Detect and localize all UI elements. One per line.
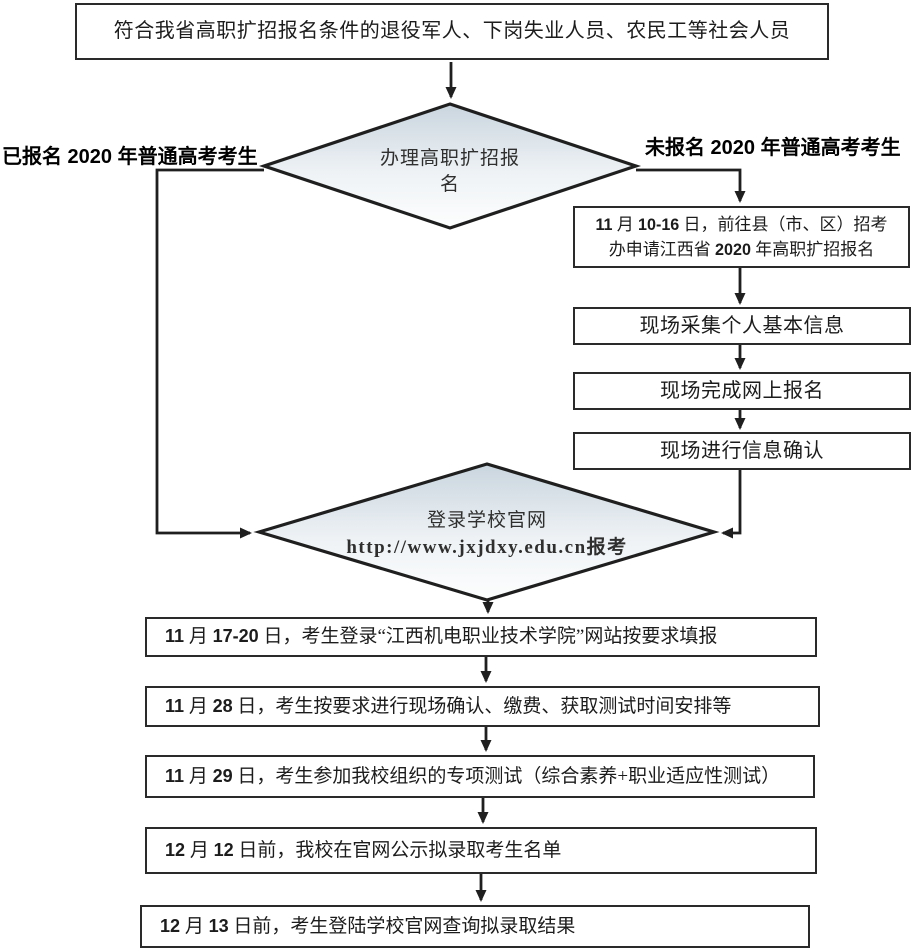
final-step4-node: 12 月 12 日前，我校在官网公示拟录取考生名单	[145, 827, 817, 874]
final-step1-node: 11 月 17-20 日，考生登录“江西机电职业技术学院”网站按要求填报	[145, 617, 817, 657]
right-step4-node: 现场进行信息确认	[573, 432, 911, 470]
final-step2-text: 11 月 28 日，考生按要求进行现场确认、缴费、获取测试时间安排等	[165, 695, 732, 717]
start-node: 符合我省高职扩招报名条件的退役军人、下岗失业人员、农民工等社会人员	[75, 3, 829, 60]
edge-right-branch	[636, 168, 746, 203]
decision2-url: http://www.jxjdxy.edu.cn报考	[346, 537, 628, 558]
final-step3-text: 11 月 29 日，考生参加我校组织的专项测试（综合素养+职业适应性测试）	[165, 765, 781, 787]
right-step4-text: 现场进行信息确认	[660, 439, 824, 462]
branch-label-unregistered: 未报名 2020 年普通高考考生	[645, 137, 901, 159]
final-step5-text: 12 月 13 日前，考生登陆学校官网查询拟录取结果	[160, 915, 576, 937]
final-step1-text: 11 月 17-20 日，考生登录“江西机电职业技术学院”网站按要求填报	[165, 626, 718, 648]
right-step1-line2: 办申请江西省 2020 年高职扩招报名	[608, 240, 875, 259]
branch-label-registered: 已报名 2020 年普通高考考生	[2, 146, 258, 168]
final-step5-node: 12 月 13 日前，考生登陆学校官网查询拟录取结果	[140, 905, 810, 948]
decision2-label: 登录学校官网 http://www.jxjdxy.edu.cn报考	[287, 507, 687, 561]
right-step1-line1: 11 月 10-16 日，前往县（市、区）招考	[595, 214, 888, 234]
start-node-text: 符合我省高职扩招报名条件的退役军人、下岗失业人员、农民工等社会人员	[113, 20, 791, 42]
right-step2-text: 现场采集个人基本信息	[639, 314, 845, 337]
decision2-line1: 登录学校官网	[426, 510, 547, 531]
final-step2-node: 11 月 28 日，考生按要求进行现场确认、缴费、获取测试时间安排等	[145, 686, 820, 727]
right-step2-node: 现场采集个人基本信息	[573, 307, 911, 345]
final-step3-node: 11 月 29 日，考生参加我校组织的专项测试（综合素养+职业适应性测试）	[145, 755, 815, 798]
decision1-label: 办理高职扩招报名	[379, 148, 520, 195]
edge-left-branch	[155, 168, 264, 539]
edge-rstep4-to-decision2	[721, 470, 742, 539]
final-step4-text: 12 月 12 日前，我校在官网公示拟录取考生名单	[165, 839, 562, 861]
right-step1-node: 11 月 10-16 日，前往县（市、区）招考 办申请江西省 2020 年高职扩…	[573, 206, 910, 268]
right-step3-node: 现场完成网上报名	[573, 372, 911, 410]
decision1-diamond	[258, 102, 642, 230]
right-step3-text: 现场完成网上报名	[660, 379, 824, 402]
